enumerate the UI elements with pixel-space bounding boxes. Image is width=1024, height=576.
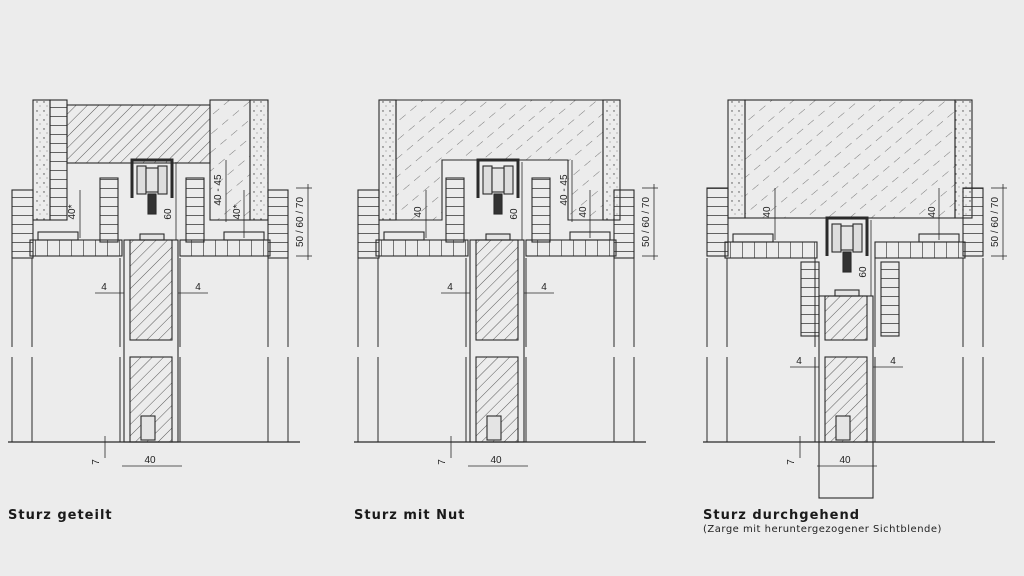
concrete-wall-right [249, 99, 269, 221]
detail-continuous: 50 / 60 / 70 60 40 40 4 4 7 40 [703, 99, 1007, 499]
dimension-right: 40 [578, 206, 589, 218]
door-core-top [475, 239, 519, 341]
floor-guide [835, 415, 851, 441]
dimension-gap: 40 - 45 [559, 174, 570, 206]
roller-right [852, 223, 863, 253]
dimension-gap-left: 4 [796, 356, 802, 367]
dimension-right: 40* [232, 204, 243, 219]
dimension-guide-width: 40 [839, 455, 851, 466]
stop-block-right [185, 177, 205, 243]
floor-guide [486, 415, 502, 441]
trim-board-right [874, 241, 966, 259]
carriage [840, 225, 854, 251]
dimension-gap-right: 4 [195, 282, 201, 293]
stop-block-right [531, 177, 551, 243]
hanger-plate [834, 289, 860, 297]
mount-plate-left [383, 231, 425, 241]
dimension-frame-depth: 50 / 60 / 70 [295, 197, 306, 247]
concrete-wall-left [727, 99, 746, 219]
concrete-lintel-right [209, 99, 251, 221]
mount-plate-left [37, 231, 79, 241]
carriage [491, 167, 505, 193]
frame-left [357, 189, 380, 259]
dimension-left: 40 [413, 206, 424, 218]
hanger-bolt [493, 193, 503, 215]
dimension-track-height: 60 [509, 208, 520, 220]
dimension-track-height: 60 [163, 208, 174, 220]
door-core-top [824, 295, 868, 341]
sliding-track [825, 216, 869, 256]
roller-right [503, 165, 514, 195]
stop-block-left [445, 177, 465, 243]
detail-title-continuous: Sturz durchgehend [703, 508, 861, 523]
roller-left [136, 165, 147, 195]
detail-title-groove: Sturz mit Nut [354, 508, 466, 523]
hanger-plate [139, 233, 165, 241]
hanger-bolt [842, 251, 852, 273]
dimension-gap-left: 4 [447, 282, 453, 293]
hanger-bolt [147, 193, 157, 215]
frame-right [267, 189, 289, 259]
dimension-left: 40 [762, 206, 773, 218]
visor-right [880, 261, 900, 337]
dimension-floor-gap: 7 [91, 459, 102, 465]
door-core-top [129, 239, 173, 341]
frame-right [962, 187, 984, 257]
lintel [66, 104, 211, 164]
dimension-frame-depth: 50 / 60 / 70 [641, 197, 652, 247]
frame-right [613, 189, 635, 259]
dimension-guide-width: 40 [490, 455, 502, 466]
roller-left [831, 223, 842, 253]
dimension-right: 40 [927, 206, 938, 218]
frame-left [706, 187, 729, 257]
mount-plate-left [732, 233, 774, 243]
trim-board-left [724, 241, 818, 259]
detail-groove: 50 / 60 / 70 60 40 40 40 - 45 4 4 7 40 [354, 99, 658, 467]
stop-block-left [99, 177, 119, 243]
floor-guide [140, 415, 156, 441]
roller-right [157, 165, 168, 195]
dimension-gap-right: 4 [541, 282, 547, 293]
dimension-gap-left: 4 [101, 282, 107, 293]
dimension-floor-gap: 7 [786, 459, 797, 465]
dimension-gap-right: 4 [890, 356, 896, 367]
visor-left [800, 261, 820, 337]
dimension-track-height: 60 [858, 266, 869, 278]
dimension-gap: 40 - 45 [213, 174, 224, 206]
concrete-wall-left [378, 99, 397, 221]
sliding-track [476, 158, 520, 198]
frame-left [11, 189, 34, 259]
carriage [145, 167, 159, 193]
sliding-track [130, 158, 174, 198]
detail-split: 50 / 60 / 70 60 40* 40* 40 - 45 4 4 7 40 [8, 99, 312, 467]
dimension-guide-width: 40 [144, 455, 156, 466]
roller-left [482, 165, 493, 195]
detail-subtitle-continuous: (Zarge mit heruntergezogener Sichtblende… [703, 524, 942, 535]
lintel-continuous [744, 99, 956, 219]
dimension-left: 40* [67, 204, 78, 219]
dimension-frame-depth: 50 / 60 / 70 [990, 197, 1001, 247]
hanger-plate [485, 233, 511, 241]
brick-wall-left [49, 99, 68, 221]
dimension-floor-gap: 7 [437, 459, 448, 465]
detail-title-split: Sturz geteilt [8, 508, 113, 523]
concrete-wall-left [32, 99, 51, 221]
